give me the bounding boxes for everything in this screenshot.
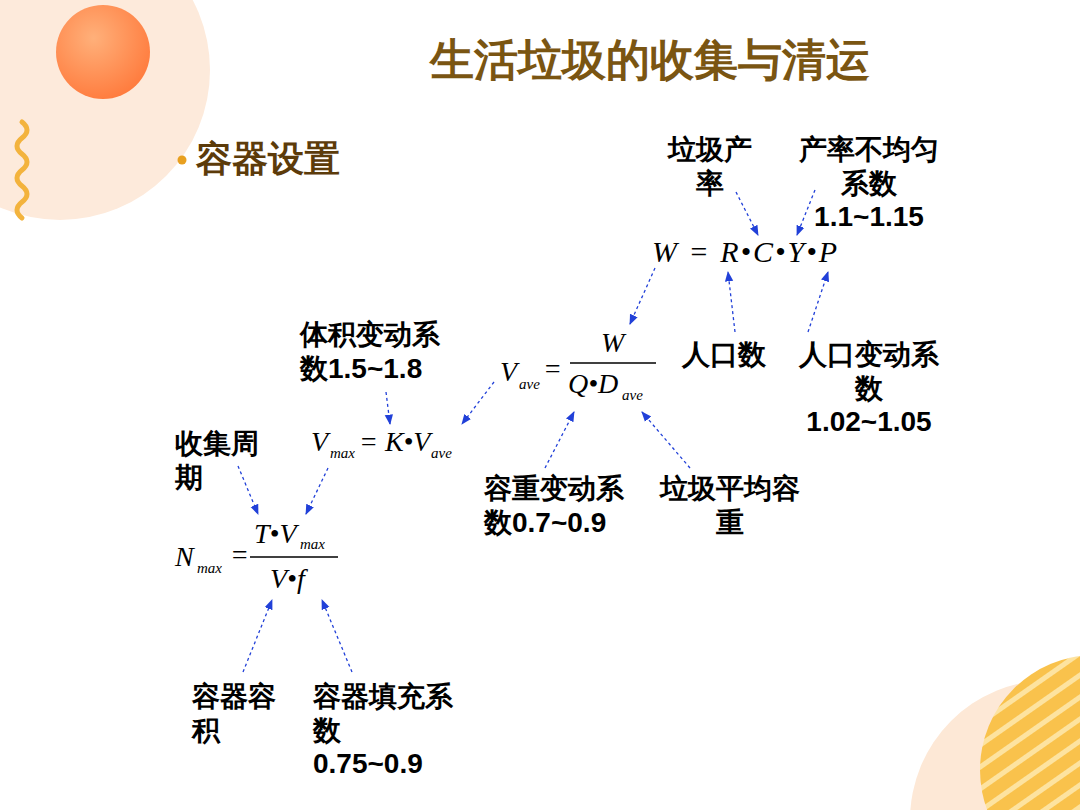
- formula-subscript: ave: [431, 446, 452, 461]
- leader-arrow: [462, 382, 494, 424]
- bullet: [178, 156, 187, 165]
- formula-symbol: = K•V: [359, 428, 430, 456]
- formula-subscript: max: [330, 446, 355, 461]
- annotation: 容器填充系 数 0.75~0.9: [313, 680, 456, 781]
- fraction-bar: [250, 556, 338, 558]
- leader-arrow: [306, 468, 328, 514]
- annotation: 垃圾平均容 重: [654, 472, 806, 539]
- annotation: 垃圾产 率: [660, 133, 760, 200]
- annotation: 收集周 期: [175, 427, 270, 494]
- formula-subscript: max: [197, 561, 222, 576]
- leader-arrow: [642, 412, 690, 468]
- leader-arrow: [797, 190, 815, 235]
- formula-symbol: V: [500, 358, 517, 386]
- leader-arrow: [386, 392, 390, 424]
- peach-blob: [0, 0, 210, 220]
- formula-symbol: Q•D: [568, 370, 618, 398]
- formula-symbol: V: [311, 428, 328, 456]
- annotation: 容重变动系 数0.7~0.9: [484, 472, 636, 539]
- formula-symbol: =: [230, 541, 249, 569]
- formula: W = R•C•Y•P: [652, 237, 839, 267]
- section-heading: 容器设置: [196, 137, 340, 180]
- formula-symbol: T•V: [254, 520, 296, 548]
- leader-arrow: [238, 466, 258, 514]
- leader-arrow: [736, 192, 758, 235]
- formula-symbol: =: [543, 355, 562, 383]
- leader-arrow: [545, 412, 574, 468]
- annotation: 产率不均匀 系数 1.1~1.15: [793, 133, 945, 234]
- leader-arrow: [630, 268, 655, 324]
- striped-arc: [980, 655, 1080, 810]
- annotation: 人口数: [682, 338, 777, 372]
- leader-arrow: [243, 600, 272, 672]
- annotation: 容器容 积: [192, 680, 287, 747]
- formula-subscript: ave: [622, 388, 643, 403]
- formula-symbol: W: [601, 329, 624, 357]
- fraction-bar: [570, 362, 656, 364]
- squiggle: [17, 122, 27, 218]
- annotation: 体积变动系 数1.5~1.8: [300, 318, 452, 385]
- formula-subscript: ave: [519, 377, 540, 392]
- leader-arrow: [808, 272, 828, 332]
- slide-title: 生活垃圾的收集与清运: [430, 34, 870, 87]
- leader-arrow: [322, 600, 352, 672]
- annotation: 人口变动系 数 1.02~1.05: [793, 338, 945, 439]
- formula-subscript: max: [300, 537, 325, 552]
- leader-arrow: [728, 272, 735, 332]
- formula-symbol: N: [175, 543, 194, 571]
- formula-symbol: V•f: [270, 565, 305, 593]
- orange-circle: [56, 5, 150, 99]
